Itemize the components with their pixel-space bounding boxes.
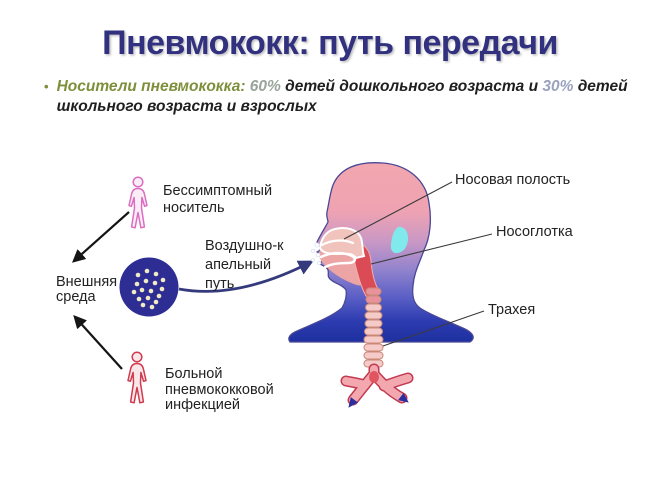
preschool-percentage: 60% xyxy=(249,78,281,95)
environment-circle xyxy=(119,257,179,317)
droplet-particles xyxy=(310,242,322,266)
airway-anatomy xyxy=(318,226,414,408)
bacteria-dots xyxy=(131,268,166,310)
carriers-after: детей xyxy=(573,78,628,95)
environment-label: Внешняя среда xyxy=(56,274,118,305)
trachea-label: Трахея xyxy=(488,302,536,318)
nasal-channel xyxy=(320,239,355,247)
bullet-marker: • xyxy=(44,79,49,94)
ear-shape xyxy=(390,226,408,254)
airborne-route-arrow xyxy=(178,260,314,293)
trachea-rings xyxy=(363,287,384,368)
airborne-route-label: Воздушно-к апельный путь xyxy=(205,238,284,292)
carriers-lead: Носители пневмококка: xyxy=(56,78,250,95)
school-percentage: 30% xyxy=(542,78,574,95)
arrow-sick-to-environment xyxy=(73,315,123,370)
nasopharynx-label: Носоглотка xyxy=(496,224,573,240)
nasopharynx-line xyxy=(370,233,493,265)
nasal-cavity-label: Носовая полость xyxy=(455,172,571,188)
sick-figure-icon xyxy=(127,351,147,404)
trachea-line xyxy=(382,310,485,347)
slide-title: Пневмококк: путь передачи xyxy=(102,24,558,62)
carriers-mid: детей дошкольного возраста и xyxy=(280,78,543,95)
carriers-bullet-line1: Носители пневмококка: 60% детей дошкольн… xyxy=(57,77,628,97)
nasal-cavity-line xyxy=(343,181,453,240)
carrier-figure-icon xyxy=(128,176,148,229)
bronchi xyxy=(340,363,414,408)
tongue-curl xyxy=(319,251,357,270)
asymptomatic-carrier-label: Бессимптомный носитель xyxy=(163,183,273,216)
sick-person-label: Больной пневмококковой инфекцией xyxy=(165,366,274,413)
arrow-carrier-to-environment xyxy=(72,211,130,263)
carriers-bullet-text: Носители пневмококка: 60% детей дошкольн… xyxy=(57,77,628,117)
carriers-bullet: • Носители пневмококка: 60% детей дошкол… xyxy=(44,77,629,117)
carriers-bullet-line2: школьного возраста и взрослых xyxy=(56,98,317,115)
